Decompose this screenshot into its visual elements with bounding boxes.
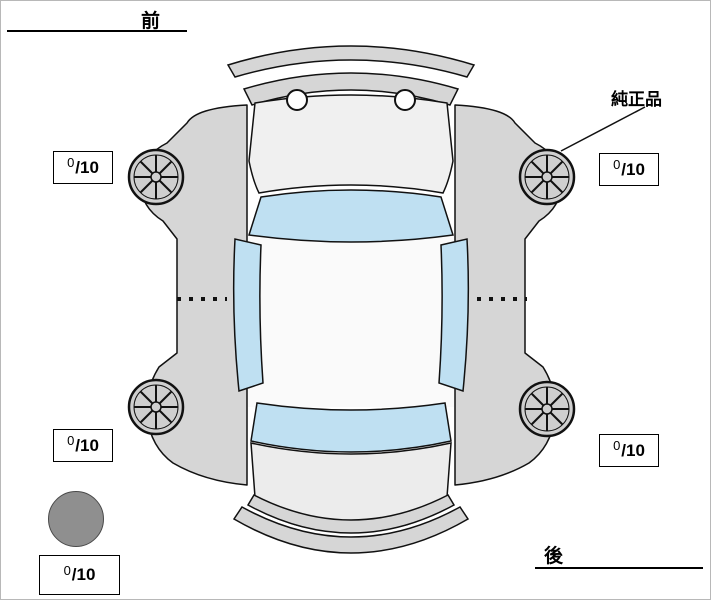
genuine-part-pointer-line — [560, 106, 646, 152]
rear-right-tread-value: 0 — [613, 438, 621, 453]
spare-tread-scale: /10 — [71, 565, 96, 584]
front-right-tread-score: 0 /10 — [599, 153, 659, 186]
rear-right-wheel — [518, 380, 576, 438]
front-right-tread-scale: /10 — [621, 159, 645, 179]
hood-left-circle — [286, 89, 308, 111]
spare-tire-icon — [48, 491, 104, 547]
rear-left-tread-value: 0 — [67, 433, 75, 448]
right-side-window — [438, 238, 470, 393]
rear-label-underline — [535, 567, 703, 569]
front-right-wheel — [518, 148, 576, 206]
rear-bumper-inner — [246, 494, 456, 534]
rear-label: 後 — [544, 546, 565, 567]
front-left-wheel — [127, 148, 185, 206]
rear-bumper-outer — [232, 506, 470, 554]
rear-right-tread-score: 0 /10 — [599, 434, 659, 467]
hood-panel — [248, 94, 454, 194]
genuine-part-label: 純正品 — [611, 90, 662, 109]
front-left-tread-value: 0 — [67, 155, 75, 170]
left-side-window — [232, 238, 264, 393]
front-bumper-outer — [226, 45, 476, 78]
front-right-tread-value: 0 — [613, 157, 621, 172]
hood-right-circle — [394, 89, 416, 111]
rear-left-tread-score: 0 /10 — [53, 429, 113, 462]
spare-tread-value: 0 — [63, 562, 71, 578]
cabin-floor — [248, 235, 454, 407]
rear-windshield — [250, 402, 452, 453]
rear-left-wheel — [127, 378, 185, 436]
front-windshield — [248, 189, 454, 243]
front-left-tread-scale: /10 — [75, 157, 99, 177]
front-label-underline — [7, 30, 187, 32]
front-left-tread-score: 0 /10 — [53, 151, 113, 184]
rear-right-tread-scale: /10 — [621, 440, 645, 460]
front-label: 前 — [141, 11, 162, 32]
spare-tread-score: 0 /10 — [39, 555, 120, 595]
rear-left-tread-scale: /10 — [75, 435, 99, 455]
